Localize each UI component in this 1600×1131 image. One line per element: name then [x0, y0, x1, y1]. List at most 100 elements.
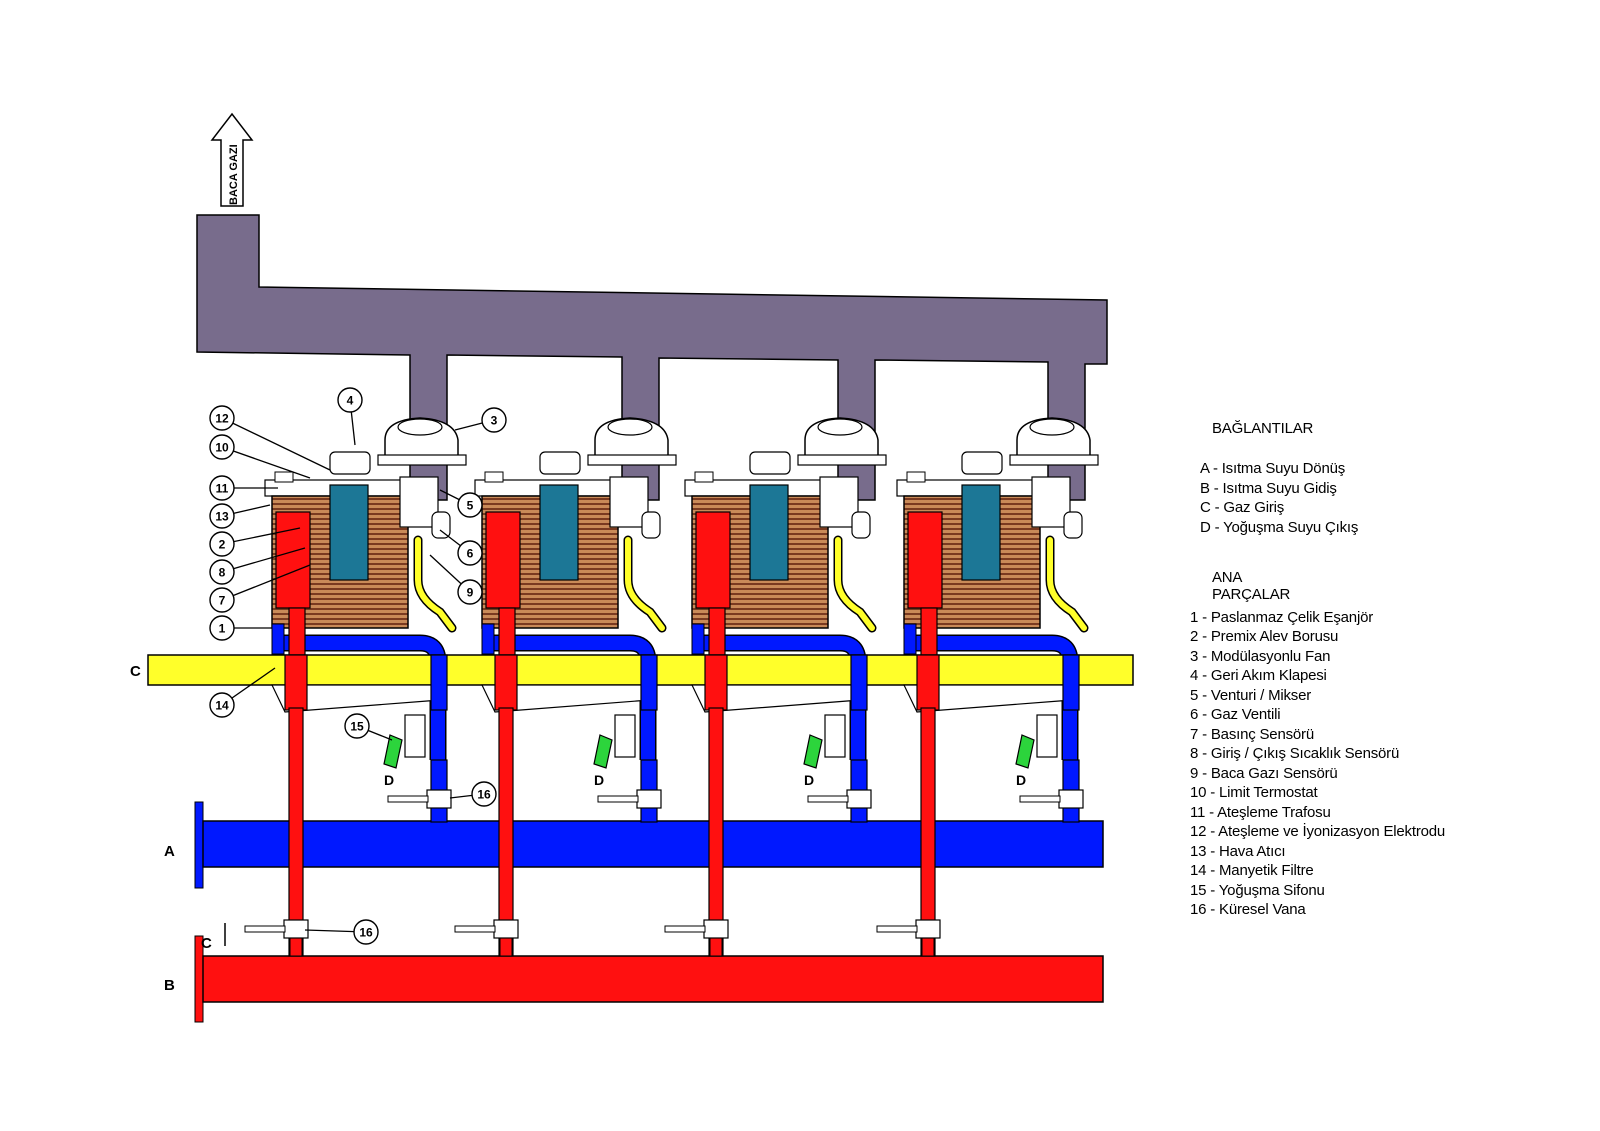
- part-6: 6 - Gaz Ventili: [1190, 706, 1281, 723]
- premix-burner: [749, 484, 789, 581]
- callout-16: 16: [449, 781, 497, 807]
- callout-number: 14: [215, 699, 229, 713]
- return-pipe-mid: [640, 654, 658, 711]
- callout-circle: [209, 434, 235, 460]
- drain-label: D: [1016, 772, 1026, 788]
- premix-burner: [329, 484, 369, 581]
- fan-flange: [797, 454, 887, 466]
- parts-title: ANA PARÇALAR: [1212, 569, 1291, 603]
- venturi: [851, 511, 871, 539]
- part-8: 8 - Giriş / Çıkış Sıcaklık Sensörü: [1190, 745, 1400, 762]
- flow-valve-handle: [664, 925, 706, 933]
- gas-supply-pipe: [1047, 537, 1087, 631]
- callout-number: 3: [491, 414, 498, 428]
- callout-5: 5: [439, 489, 483, 518]
- gas-valve: [609, 476, 649, 528]
- callout-number: 1: [219, 622, 226, 636]
- non-return-valve: [749, 451, 791, 475]
- fan-motor: [817, 418, 863, 436]
- boiler-unit-front-4: D: [903, 654, 1080, 788]
- ignition-transformer: [906, 471, 926, 483]
- part-1: 1 - Paslanmaz Çelik Eşanjör: [1190, 609, 1374, 626]
- callout-circle: [337, 387, 363, 413]
- boiler-unit-4: [896, 417, 1099, 760]
- venturi: [641, 511, 661, 539]
- callout-circle: [353, 919, 379, 945]
- callout-number: 10: [215, 441, 229, 455]
- callout-6: 6: [439, 529, 483, 566]
- flow-pipe-mid: [704, 654, 728, 711]
- flow-water-header: [194, 935, 1104, 1023]
- non-return-valve: [329, 451, 371, 475]
- callout-11: 11: [209, 475, 278, 501]
- drain-label: D: [594, 772, 604, 788]
- callout-number: 6: [467, 547, 474, 561]
- callout-circle: [209, 503, 235, 529]
- magnetic-filter: [593, 734, 613, 769]
- callout-circle: [209, 587, 235, 613]
- part-14: 14 - Manyetik Filtre: [1190, 862, 1314, 879]
- part-2: 2 - Premix Alev Borusu: [1190, 628, 1339, 645]
- flow-ball-valve: [703, 919, 729, 939]
- callout-13: 13: [209, 503, 271, 529]
- callout-number: 9: [467, 586, 474, 600]
- callout-number: 16: [359, 926, 373, 940]
- drain-label: D: [384, 772, 394, 788]
- callout-circle: [209, 615, 235, 641]
- part-9: 9 - Baca Gazı Sensörü: [1190, 765, 1338, 782]
- callout-number: 12: [215, 412, 229, 426]
- callout-16: 16: [304, 919, 379, 945]
- fan-motor: [1029, 418, 1075, 436]
- boiler-unit-front-3: D: [691, 654, 868, 788]
- callout-3: 3: [454, 407, 507, 433]
- magnetic-filter: [1015, 734, 1035, 769]
- flow-ball-valve: [493, 919, 519, 939]
- callout-circle: [471, 781, 497, 807]
- part-16: 16 - Küresel Vana: [1190, 901, 1306, 918]
- non-return-valve: [961, 451, 1003, 475]
- boiler-units-lower: [244, 707, 1084, 957]
- return-pipe-mid: [1062, 654, 1080, 711]
- callout-12: 12: [209, 405, 331, 471]
- return-ball-valve: [636, 789, 662, 809]
- callout-1: 1: [209, 615, 272, 641]
- part-7: 7 - Basınç Sensörü: [1190, 726, 1314, 743]
- callout-number: 7: [219, 594, 226, 608]
- ignition-transformer: [484, 471, 504, 483]
- callout-2: 2: [209, 527, 301, 557]
- venturi: [431, 511, 451, 539]
- flow-ball-valve: [283, 919, 309, 939]
- callout-circle: [209, 531, 235, 557]
- flow-valve-handle: [454, 925, 496, 933]
- callout-leader: [221, 564, 311, 601]
- condensate-siphon: [824, 714, 846, 758]
- callout-number: 8: [219, 566, 226, 580]
- boiler-unit-2: [474, 417, 677, 760]
- callout-14: 14: [209, 667, 276, 718]
- callout-circle: [481, 407, 507, 433]
- return-valve-handle: [1019, 795, 1061, 803]
- part-3: 3 - Modülasyonlu Fan: [1190, 648, 1331, 665]
- boiler-unit-front-1: D: [271, 654, 448, 788]
- return-valve-handle: [387, 795, 429, 803]
- flue-gas-arrow: BACA GAZI: [210, 112, 254, 207]
- connection-b: B - Isıtma Suyu Gidiş: [1200, 480, 1337, 497]
- callout-7: 7: [209, 564, 311, 613]
- drain-label: D: [804, 772, 814, 788]
- boiler-unit-lower-2: [454, 707, 662, 957]
- flow-valve-handle: [244, 925, 286, 933]
- callout-leader: [221, 446, 311, 479]
- return-ball-valve: [846, 789, 872, 809]
- flow-column: [695, 511, 731, 609]
- flow-column: [485, 511, 521, 609]
- magnetic-filter: [383, 734, 403, 769]
- callout-circle: [209, 475, 235, 501]
- part-11: 11 - Ateşleme Trafosu: [1190, 804, 1331, 821]
- connection-d: D - Yoğuşma Suyu Çıkış: [1200, 519, 1359, 536]
- callout-leader: [221, 547, 306, 573]
- callout-15: 15: [344, 713, 393, 741]
- label-return-a: A: [164, 843, 175, 860]
